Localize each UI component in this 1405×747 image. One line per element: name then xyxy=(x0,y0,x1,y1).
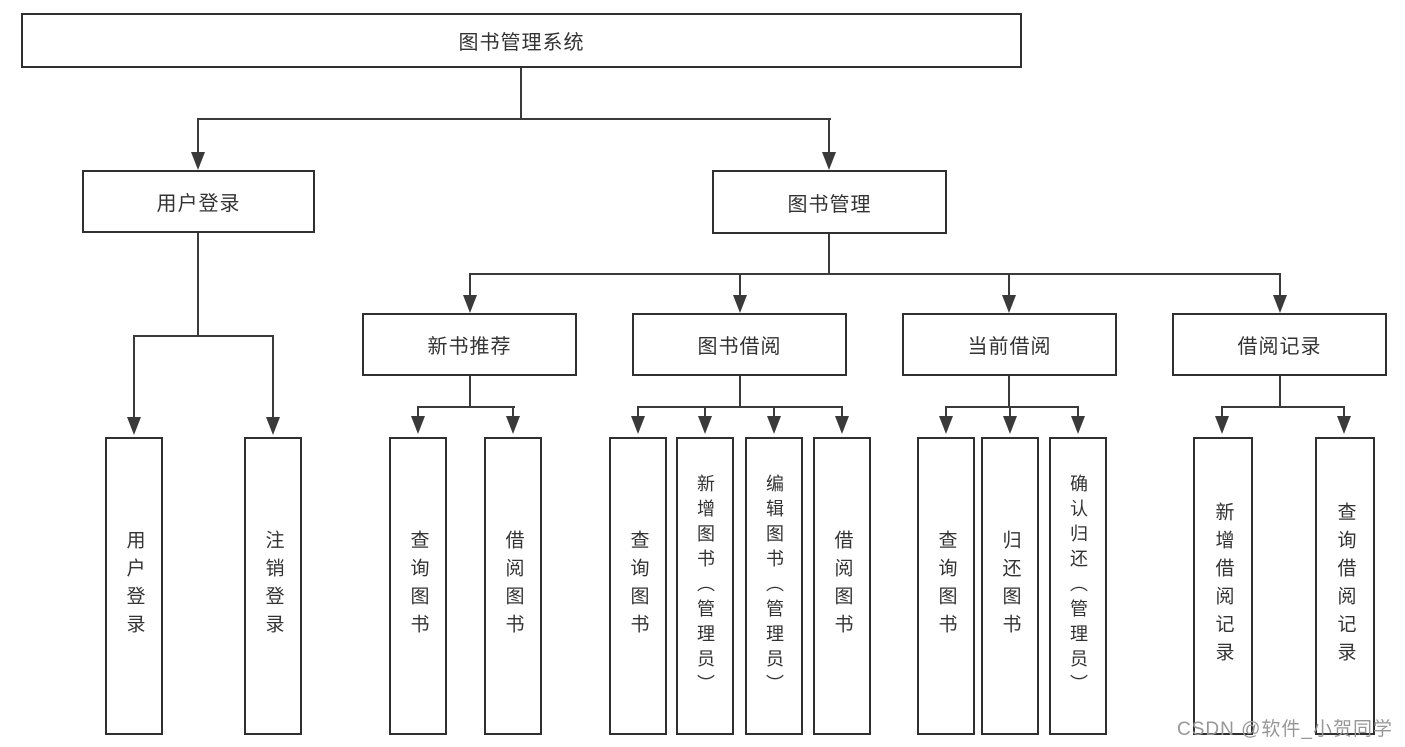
arrow-book-mgmt xyxy=(822,152,836,170)
leaf-br-add-record: 新增借阅记录 xyxy=(1193,437,1253,735)
connector-book-borrow-bar xyxy=(637,406,843,408)
connector-user-login-stem xyxy=(197,233,199,335)
arrow-cb-query xyxy=(939,416,953,434)
leaf-nb-borrow-book-label: 借阅图书 xyxy=(502,530,524,642)
leaf-bb-add-book: 新增图书（管理员） xyxy=(676,437,734,735)
node-book-mgmt: 图书管理 xyxy=(712,170,947,234)
leaf-br-add-record-label: 新增借阅记录 xyxy=(1212,502,1234,670)
connector-book-borrow-drop xyxy=(739,273,741,298)
connector-root-stem xyxy=(520,68,522,118)
connector-new-book-drop xyxy=(469,273,471,298)
node-book-borrow: 图书借阅 xyxy=(632,313,847,376)
connector-bb-borrow-drop xyxy=(841,406,843,420)
connector-br-query-drop xyxy=(1343,406,1345,420)
leaf-br-query-record: 查询借阅记录 xyxy=(1315,437,1375,735)
leaf-user-login-label: 用户登录 xyxy=(123,530,145,642)
node-library-system: 图书管理系统 xyxy=(21,13,1022,68)
arrow-nb-borrow xyxy=(506,416,520,434)
connector-nb-borrow-drop xyxy=(512,406,514,420)
leaf-bb-edit-book: 编辑图书（管理员） xyxy=(745,437,803,735)
arrow-borrow-record xyxy=(1273,295,1287,313)
arrow-bb-query xyxy=(631,416,645,434)
connector-cb-confirm-drop xyxy=(1077,406,1079,420)
arrow-nb-query xyxy=(411,416,425,434)
connector-nb-query-drop xyxy=(417,406,419,420)
leaf-bb-add-book-label: 新增图书（管理员） xyxy=(695,473,715,699)
leaf-bb-query-book: 查询图书 xyxy=(609,437,667,735)
connector-new-book-bar xyxy=(417,406,515,408)
leaf-nb-borrow-book: 借阅图书 xyxy=(484,437,542,735)
arrow-bb-add xyxy=(698,416,712,434)
connector-borrow-record-bar xyxy=(1221,406,1345,408)
leaf-nb-query-book-label: 查询图书 xyxy=(407,530,429,642)
watermark: CSDN @软件_小贺同学 xyxy=(1177,719,1393,740)
arrow-leaf-logout xyxy=(266,417,280,435)
connector-book-borrow-stem xyxy=(739,376,741,408)
arrow-book-borrow xyxy=(733,295,747,313)
connector-leaf-logout-drop xyxy=(272,335,274,420)
arrow-bb-borrow xyxy=(835,416,849,434)
node-current-borrow: 当前借阅 xyxy=(902,313,1117,376)
connector-bb-query-drop xyxy=(637,406,639,420)
leaf-cb-return-book-label: 归还图书 xyxy=(999,530,1021,642)
arrow-current-borrow xyxy=(1002,295,1016,313)
connector-level3-bar xyxy=(469,273,1281,275)
node-new-book-rec: 新书推荐 xyxy=(362,313,577,376)
leaf-logout: 注销登录 xyxy=(244,437,302,735)
connector-bb-add-drop xyxy=(704,406,706,420)
connector-level2-bar xyxy=(197,118,831,120)
arrow-new-book-rec xyxy=(463,295,477,313)
leaf-bb-edit-book-label: 编辑图书（管理员） xyxy=(764,473,784,699)
leaf-br-query-record-label: 查询借阅记录 xyxy=(1334,502,1356,670)
leaf-cb-confirm-return: 确认归还（管理员） xyxy=(1049,437,1107,735)
connector-user-login-drop xyxy=(197,118,199,158)
arrow-user-login xyxy=(191,152,205,170)
leaf-bb-borrow-book: 借阅图书 xyxy=(813,437,871,735)
leaf-bb-borrow-book-label: 借阅图书 xyxy=(831,530,853,642)
arrow-cb-confirm xyxy=(1071,416,1085,434)
arrow-br-query xyxy=(1337,416,1351,434)
leaf-nb-query-book: 查询图书 xyxy=(389,437,447,735)
connector-borrow-record-drop xyxy=(1279,273,1281,298)
node-user-login: 用户登录 xyxy=(82,170,315,233)
connector-cb-return-drop xyxy=(1009,406,1011,420)
connector-book-mgmt-drop xyxy=(828,118,830,158)
connector-current-borrow-bar xyxy=(945,406,1079,408)
connector-bb-edit-drop xyxy=(773,406,775,420)
leaf-bb-query-book-label: 查询图书 xyxy=(627,530,649,642)
leaf-cb-return-book: 归还图书 xyxy=(981,437,1039,735)
connector-current-borrow-stem xyxy=(1008,376,1010,408)
connector-cb-query-drop xyxy=(945,406,947,420)
arrow-br-add xyxy=(1215,416,1229,434)
arrow-leaf-user-login xyxy=(127,417,141,435)
connector-book-mgmt-stem xyxy=(828,234,830,273)
leaf-user-login: 用户登录 xyxy=(105,437,163,735)
node-borrow-record: 借阅记录 xyxy=(1172,313,1387,376)
leaf-cb-query-book-label: 查询图书 xyxy=(935,530,957,642)
leaf-cb-query-book: 查询图书 xyxy=(917,437,975,735)
arrow-bb-edit xyxy=(767,416,781,434)
connector-new-book-stem xyxy=(469,376,471,408)
connector-borrow-record-stem xyxy=(1279,376,1281,408)
connector-current-borrow-drop xyxy=(1008,273,1010,298)
leaf-cb-confirm-return-label: 确认归还（管理员） xyxy=(1068,473,1088,699)
connector-user-login-bar xyxy=(133,335,274,337)
leaf-logout-label: 注销登录 xyxy=(262,530,284,642)
arrow-cb-return xyxy=(1003,416,1017,434)
connector-leaf-user-login-drop xyxy=(133,335,135,420)
connector-br-add-drop xyxy=(1221,406,1223,420)
